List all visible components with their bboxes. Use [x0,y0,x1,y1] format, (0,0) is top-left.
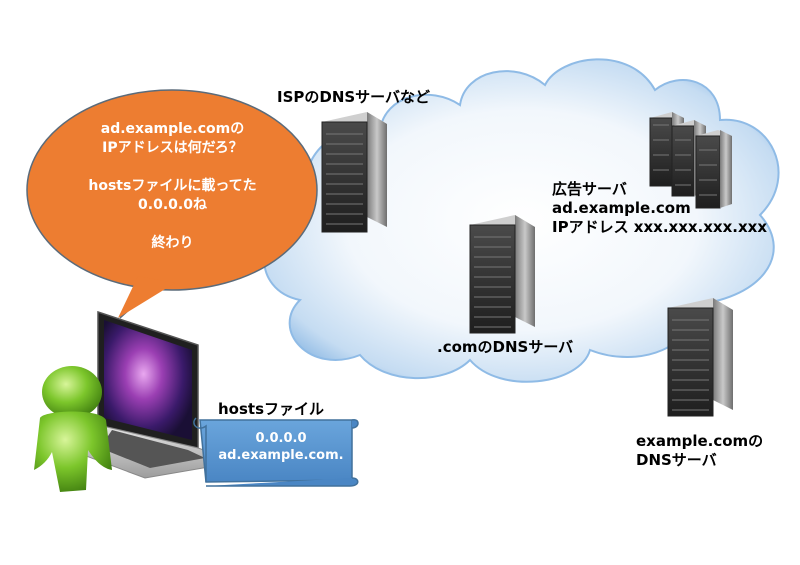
example-dns-server-icon [667,298,733,417]
user-icon [34,366,112,492]
isp-dns-server-icon [321,112,387,233]
ad-server-host: ad.example.com [552,199,691,217]
example-dns-label: example.comの DNSサーバ [636,432,763,470]
bubble-line: IPアドレスは何だろ？ [102,140,243,156]
ad-server-label: 広告サーバ ad.example.com IPアドレス xxx.xxx.xxx.… [552,180,767,237]
hosts-file-line: 0.0.0.0 [255,431,307,446]
bubble-line: ad.example.comの [100,121,245,137]
com-dns-label: .comのDNSサーバ [437,338,574,356]
com-dns-server-icon [469,215,535,334]
hosts-file-title: hostsファイル [218,400,325,418]
speech-bubble [26,89,318,319]
bubble-line [60,215,285,234]
ad-server-title: 広告サーバ [552,180,627,198]
bubble-text: ad.example.comの IPアドレスは何だろ？ hostsファイルに載っ… [60,120,285,253]
bubble-line: 終わり [151,235,194,251]
isp-dns-label: ISPのDNSサーバなど [277,88,431,106]
hosts-file-line: ad.example.com. [218,448,344,463]
laptop-icon [69,310,240,479]
hosts-file-content: 0.0.0.0 ad.example.com. [206,430,356,464]
example-dns-line2: DNSサーバ [636,451,717,469]
bubble-line: 0.0.0.0ね [138,197,207,213]
ad-server-ip: IPアドレス xxx.xxx.xxx.xxx [552,218,767,236]
hosts-file-scroll [193,417,359,487]
ad-server-cluster-icon [649,112,732,209]
example-dns-line1: example.comの [636,432,764,450]
bubble-line: hostsファイルに載ってた [88,178,257,194]
bubble-line [60,158,285,177]
